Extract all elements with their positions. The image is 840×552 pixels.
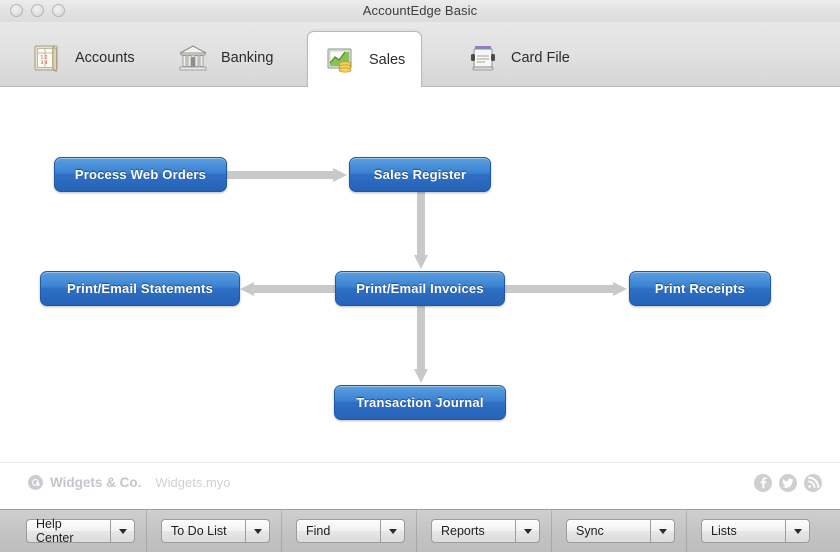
find-label[interactable]: Find (296, 519, 380, 543)
facebook-icon[interactable] (754, 474, 772, 492)
svg-text:1 2: 1 2 (41, 55, 48, 61)
arrow-invoices-to-statements (240, 281, 335, 296)
sync-label[interactable]: Sync (566, 519, 650, 543)
sync-dropdown[interactable] (650, 519, 675, 543)
toolbar-button-help-center[interactable]: Help Center (26, 517, 135, 545)
toolbar-divider (551, 510, 552, 552)
company-name: Widgets & Co. (50, 475, 142, 490)
card-file-rolodex-icon (466, 41, 500, 75)
chevron-down-icon (793, 528, 802, 534)
toolbar-divider (146, 510, 147, 552)
bank-building-icon (176, 41, 210, 75)
toolbar-button-reports[interactable]: Reports (431, 519, 540, 543)
tab-label-banking: Banking (221, 50, 274, 66)
toolbar-divider (416, 510, 417, 552)
window-controls (10, 4, 65, 17)
tab-cardfile[interactable]: Card File (450, 31, 586, 85)
minimize-button[interactable] (31, 4, 44, 17)
arrow-orders-to-register (227, 167, 349, 182)
node-transaction-journal[interactable]: Transaction Journal (334, 385, 506, 420)
node-process-web-orders[interactable]: Process Web Orders (54, 157, 227, 192)
company-footer: Widgets & Co. Widgets.myo (0, 462, 840, 510)
lists-label[interactable]: Lists (701, 519, 785, 543)
window-title: AccountEdge Basic (362, 3, 478, 18)
title-bar: AccountEdge Basic (0, 0, 840, 23)
chevron-down-icon (658, 528, 667, 534)
node-print-receipts[interactable]: Print Receipts (629, 271, 771, 306)
chevron-down-icon (523, 528, 532, 534)
tab-label-sales: Sales (369, 51, 406, 68)
find-dropdown[interactable] (380, 519, 405, 543)
tab-label-accounts: Accounts (75, 50, 135, 66)
to-do-list-label[interactable]: To Do List (161, 519, 245, 543)
rss-icon[interactable] (804, 474, 822, 492)
arrow-register-to-invoices (413, 192, 428, 271)
node-sales-register[interactable]: Sales Register (349, 157, 491, 192)
sales-chart-coins-icon (324, 43, 358, 77)
tab-bar: 1 2 3 4 Accounts (0, 22, 840, 87)
toolbar-button-lists[interactable]: Lists (701, 519, 810, 543)
arrow-invoices-to-journal (413, 306, 428, 385)
twitter-icon[interactable] (779, 474, 797, 492)
chevron-down-icon (253, 528, 262, 534)
social-links (754, 474, 822, 492)
close-button[interactable] (10, 4, 23, 17)
tab-sales[interactable]: Sales (307, 31, 423, 87)
toolbar-button-to-do-list[interactable]: To Do List (161, 519, 270, 543)
reports-label[interactable]: Reports (431, 519, 515, 543)
tab-banking[interactable]: Banking (160, 31, 289, 85)
toolbar-button-sync[interactable]: Sync (566, 519, 675, 543)
svg-text:3 4: 3 4 (41, 60, 48, 66)
sales-flowchart: Process Web Orders Sales Register Print/… (0, 87, 840, 462)
toolbar-button-find[interactable]: Find (296, 519, 405, 543)
tab-accounts[interactable]: 1 2 3 4 Accounts (14, 31, 151, 85)
help-center-label[interactable]: Help Center (26, 517, 110, 545)
zoom-button[interactable] (52, 4, 65, 17)
chevron-down-icon (388, 528, 397, 534)
toolbar-divider (686, 510, 687, 552)
help-center-dropdown[interactable] (110, 519, 135, 543)
node-print-email-statements[interactable]: Print/Email Statements (40, 271, 240, 306)
toolbar-divider (281, 510, 282, 552)
company-info: Widgets & Co. Widgets.myo (28, 475, 231, 490)
chevron-down-icon (118, 528, 127, 534)
company-file-name: Widgets.myo (155, 475, 231, 490)
accounts-ledger-icon: 1 2 3 4 (30, 41, 64, 75)
bottom-toolbar: Help Center To Do List Find Reports Sync… (0, 509, 840, 552)
reports-dropdown[interactable] (515, 519, 540, 543)
lists-dropdown[interactable] (785, 519, 810, 543)
company-search-badge-icon (28, 475, 43, 490)
node-print-email-invoices[interactable]: Print/Email Invoices (335, 271, 505, 306)
arrow-invoices-to-receipts (505, 281, 629, 296)
tab-label-cardfile: Card File (511, 50, 570, 66)
to-do-list-dropdown[interactable] (245, 519, 270, 543)
